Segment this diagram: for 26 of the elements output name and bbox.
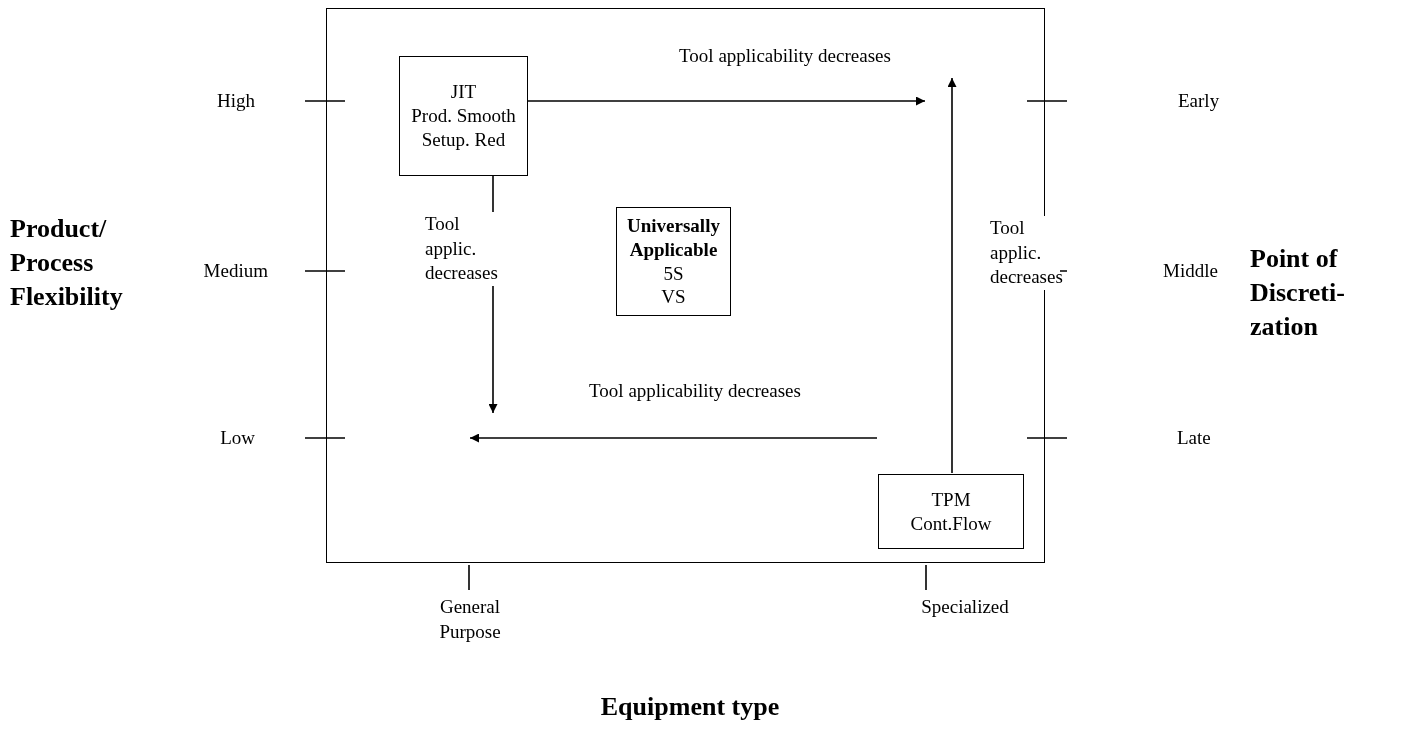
axis-label: Low [220, 427, 255, 448]
node-label: VS [661, 285, 686, 309]
axis-label: General Purpose [439, 596, 501, 642]
node-label: Cont.Flow [910, 511, 992, 536]
node-label: TPM [931, 487, 971, 512]
node-label: Prod. Smooth [411, 104, 516, 128]
axis-label: Specialized [921, 596, 1009, 617]
tool-box [616, 207, 731, 316]
axis-title: Point of Discreti- zation [1250, 244, 1345, 341]
axis-label: Middle [1163, 260, 1218, 281]
node-label: 5S [663, 261, 684, 286]
edge-label: Tool applic. decreases [425, 212, 500, 287]
axis-label: Early [1178, 90, 1220, 111]
node-label: JIT [450, 80, 477, 105]
arrow [469, 433, 878, 443]
arrow [947, 77, 957, 474]
node-heading: Universally Applicable [626, 214, 721, 262]
tool-box [878, 474, 1024, 549]
node-label: Setup. Red [421, 127, 506, 152]
axis-title: Product/ Process Flexibility [10, 214, 123, 311]
axis-label: Medium [203, 260, 268, 281]
axis-title: Equipment type [600, 692, 780, 721]
axis-label: High [217, 90, 255, 111]
axis-label: Late [1177, 427, 1211, 448]
arrow [526, 96, 926, 106]
tool-box [399, 56, 528, 176]
